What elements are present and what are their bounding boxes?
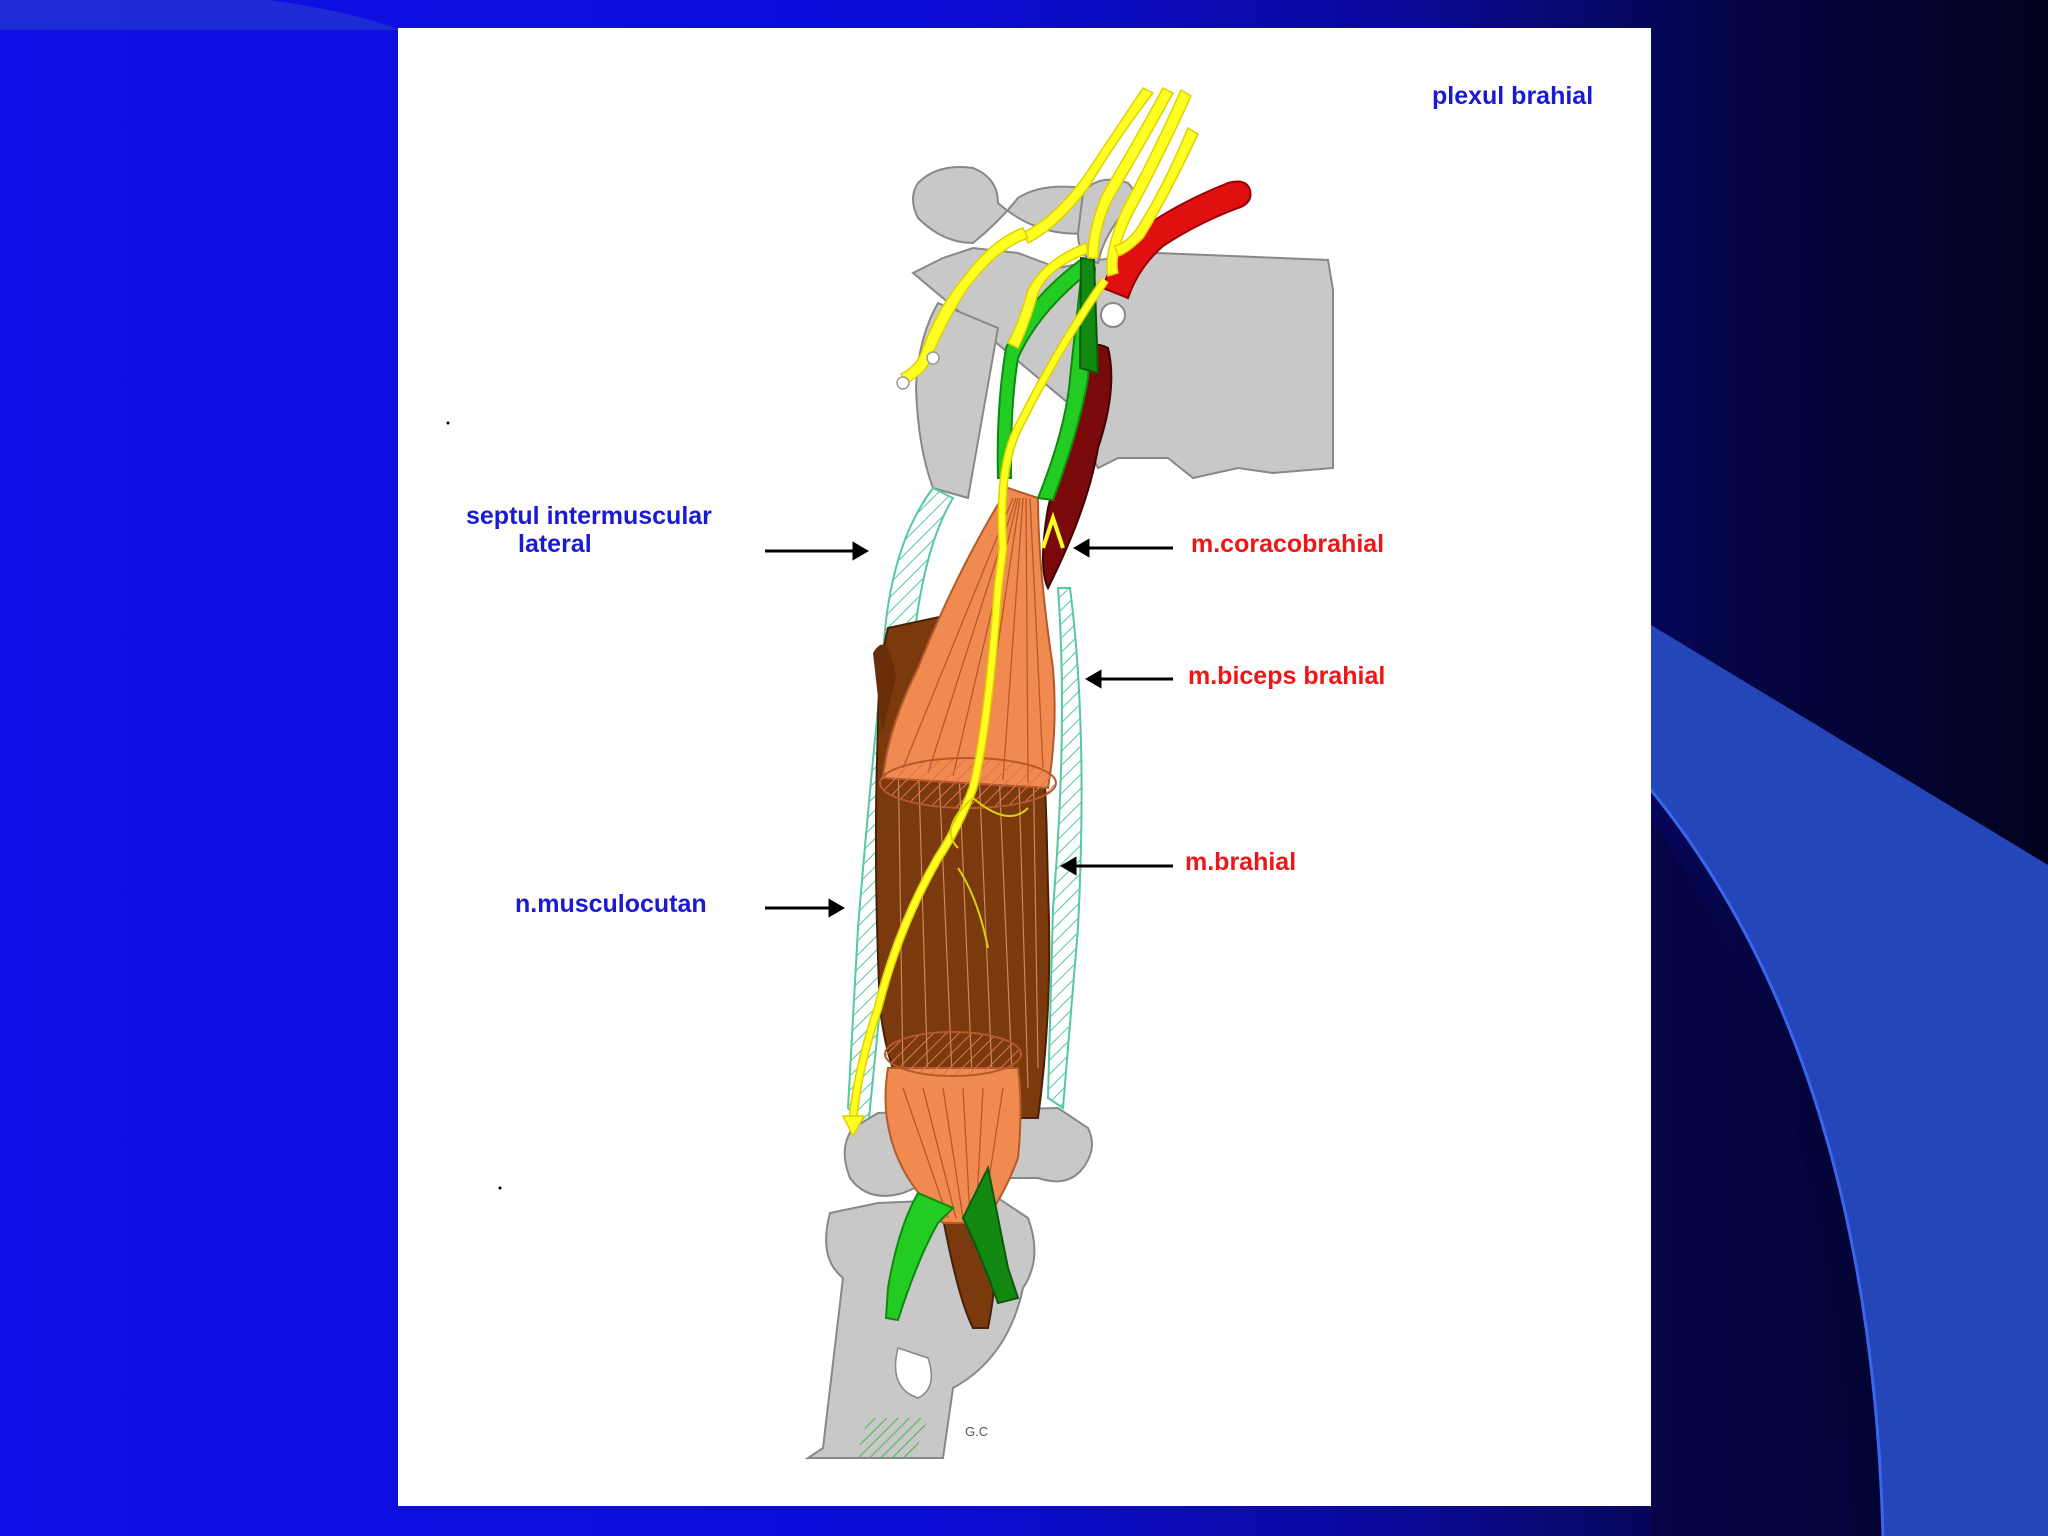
nerve-branches: [949, 797, 1029, 949]
artist-signature: G.C: [965, 1424, 989, 1439]
biceps-cut-lower: [884, 1031, 1022, 1077]
scapula-bone: [911, 246, 1334, 480]
forearm-hatch: [856, 1418, 928, 1458]
biceps-arrowhead: [1085, 669, 1102, 689]
musculocutaneous-nerve-core: [850, 278, 1108, 1119]
label-septul-line2: lateral: [518, 530, 592, 558]
slide-curve-right: [1651, 625, 2048, 1536]
septul-arrowhead: [852, 541, 869, 561]
anatomy-figure: plexul brahial septul intermuscular late…: [398, 28, 1651, 1506]
label-m-biceps-brahial: m.biceps brahial: [1188, 662, 1386, 690]
stray-dot-2: [498, 1186, 502, 1190]
biceps-insertion-tendon: [884, 1191, 955, 1322]
artery-cut: [1100, 302, 1126, 328]
slide-curve-right-edge: [1649, 789, 1885, 1536]
aponeurosis-tendon: [961, 1164, 1020, 1305]
brachialis-tip: [873, 644, 896, 733]
coracobrahial-arrowhead: [1073, 538, 1090, 558]
biceps-lower-fibers: [902, 1087, 1004, 1219]
humerus-head: [914, 301, 1000, 500]
musculocutan-arrowhead: [828, 898, 845, 918]
label-plexul-brahial: plexul brahial: [1432, 82, 1594, 110]
brachial-plexus: [899, 87, 1199, 384]
arm-illustration: [446, 87, 1334, 1459]
nerve-cut-2: [926, 351, 940, 365]
nerve-cut-1: [896, 376, 910, 390]
label-m-coracobrahial: m.coracobrahial: [1191, 530, 1385, 558]
brahial-arrowhead: [1060, 856, 1077, 876]
label-septul-line1: septul intermuscular: [466, 502, 712, 530]
label-m-brahial: m.brahial: [1185, 848, 1297, 876]
stray-dot-1: [446, 421, 450, 425]
label-septul-intermuscular: septul intermuscular lateral: [466, 502, 712, 558]
medial-septum: [1046, 587, 1083, 1110]
nerve-arrowhead: [841, 1115, 866, 1138]
slide-curve-right-dark: [1651, 820, 1850, 1536]
label-arrows: [765, 538, 1173, 918]
coracobrachialis-tendon: [1078, 256, 1100, 375]
slide-curve-top: [0, 0, 400, 30]
forearm-gap: [894, 1347, 933, 1399]
nerve-arrow-coraco: [1041, 511, 1065, 549]
label-n-musculocutan: n.musculocutan: [515, 890, 707, 918]
